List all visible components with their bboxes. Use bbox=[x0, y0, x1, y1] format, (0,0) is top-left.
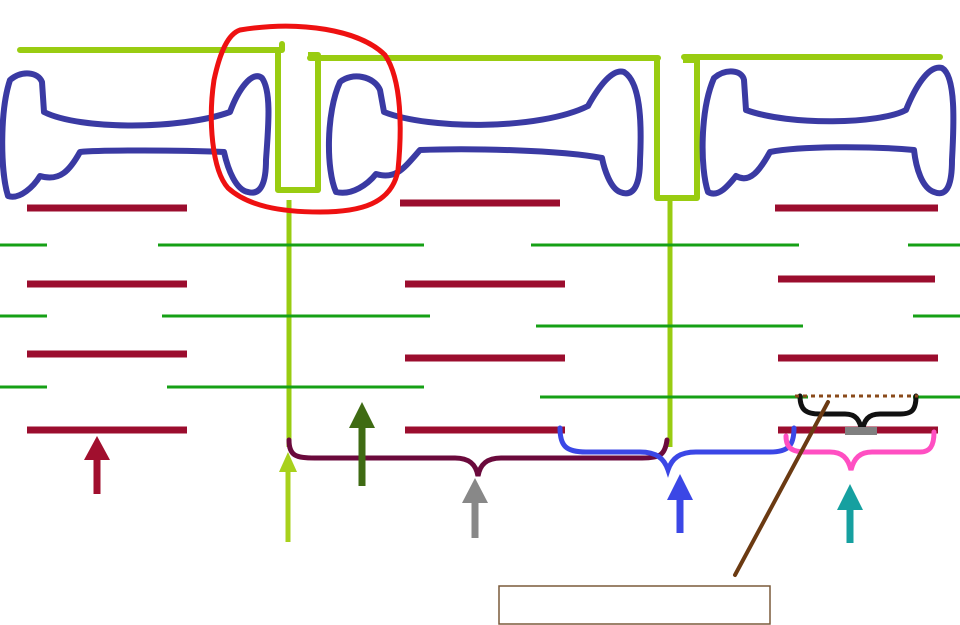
pointer-line bbox=[733, 400, 830, 577]
m-line-marker bbox=[845, 427, 877, 435]
t-tubules bbox=[0, 64, 957, 200]
arrow-blue bbox=[667, 474, 693, 533]
arrow-dark-green bbox=[349, 402, 375, 486]
arrows bbox=[84, 402, 863, 543]
brace-sarcomere bbox=[286, 437, 670, 477]
thick-filaments bbox=[27, 199, 938, 434]
answer-box[interactable] bbox=[498, 585, 771, 625]
z-disc-notch-right bbox=[654, 57, 700, 201]
arrow-gray bbox=[462, 478, 488, 538]
t-tubule-right bbox=[699, 64, 957, 197]
arrow-teal bbox=[837, 484, 863, 543]
highlight-circle bbox=[208, 23, 403, 215]
t-tubule-middle bbox=[325, 68, 644, 197]
z-disc-notch-left bbox=[275, 48, 321, 193]
answer-box-frame bbox=[498, 585, 771, 625]
brace-a-band bbox=[557, 425, 797, 478]
z-line-top-left bbox=[17, 41, 285, 53]
arrow-lime bbox=[279, 452, 297, 542]
t-tubule-left bbox=[0, 70, 272, 200]
thin-filaments bbox=[0, 243, 960, 399]
brace-h-zone bbox=[783, 429, 937, 471]
z-lines bbox=[17, 41, 943, 447]
arrow-crimson bbox=[84, 436, 110, 494]
